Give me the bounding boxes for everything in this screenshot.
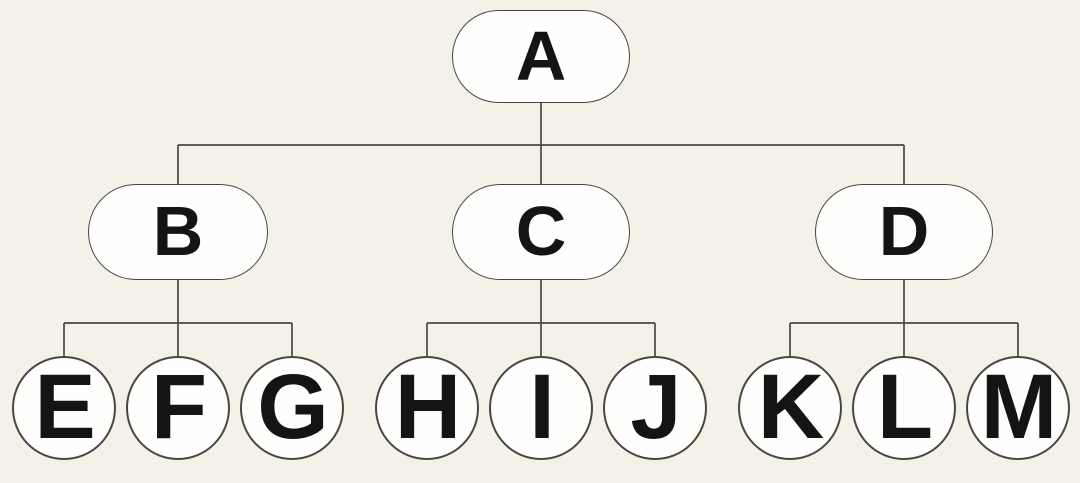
node-m-label: M: [980, 356, 1058, 458]
node-k: K: [738, 356, 842, 460]
node-k-label: K: [757, 356, 824, 458]
node-l-label: L: [876, 356, 933, 458]
node-i: I: [489, 356, 593, 460]
node-m: M: [966, 356, 1070, 460]
node-a-label: A: [515, 16, 567, 95]
node-e: E: [12, 356, 116, 460]
node-d: D: [815, 184, 993, 280]
node-a: A: [452, 10, 630, 103]
node-h-label: H: [394, 356, 461, 458]
node-g-label: G: [257, 356, 329, 458]
node-d-label: D: [878, 192, 930, 270]
node-b: B: [88, 184, 268, 280]
node-b-label: B: [152, 192, 204, 270]
node-f-label: F: [150, 356, 207, 458]
node-g: G: [240, 356, 344, 460]
node-j-label: J: [630, 356, 681, 458]
node-h: H: [375, 356, 479, 460]
node-f: F: [126, 356, 230, 460]
node-i-label: I: [529, 356, 555, 458]
node-j: J: [603, 356, 707, 460]
node-l: L: [852, 356, 956, 460]
node-c: C: [452, 184, 630, 280]
node-e-label: E: [34, 356, 95, 458]
node-c-label: C: [515, 192, 567, 270]
